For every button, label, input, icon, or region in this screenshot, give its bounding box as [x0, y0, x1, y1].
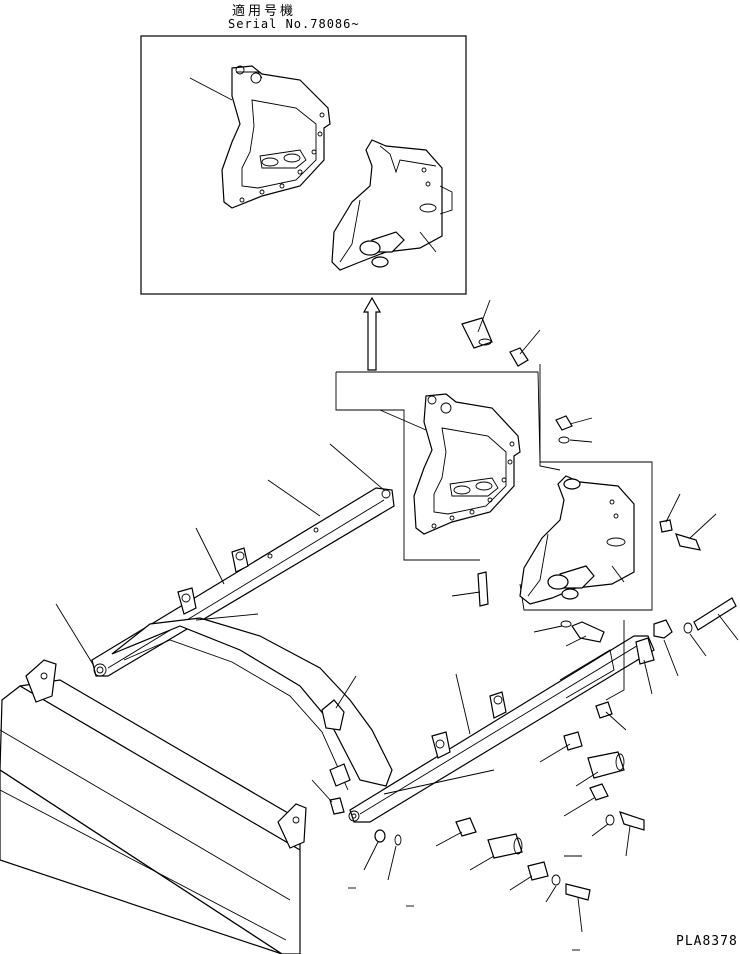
main-left-bracket [379, 393, 521, 535]
top-hardware [451, 299, 717, 607]
inset-right-bracket [331, 139, 453, 271]
applicable-model-title: 適用号機 [232, 4, 297, 19]
serial-number-label: Serial No.78086~ [228, 17, 360, 31]
lift-frame [55, 443, 655, 823]
reference-arrow [362, 296, 382, 371]
inset-box [140, 35, 467, 295]
lower-hardware [311, 597, 739, 951]
drawing-code: PLA8378 [676, 934, 738, 949]
group-lines [335, 364, 653, 611]
main-right-bracket [519, 475, 635, 605]
dozer-blade [0, 659, 307, 954]
inset-left-bracket [189, 65, 331, 209]
